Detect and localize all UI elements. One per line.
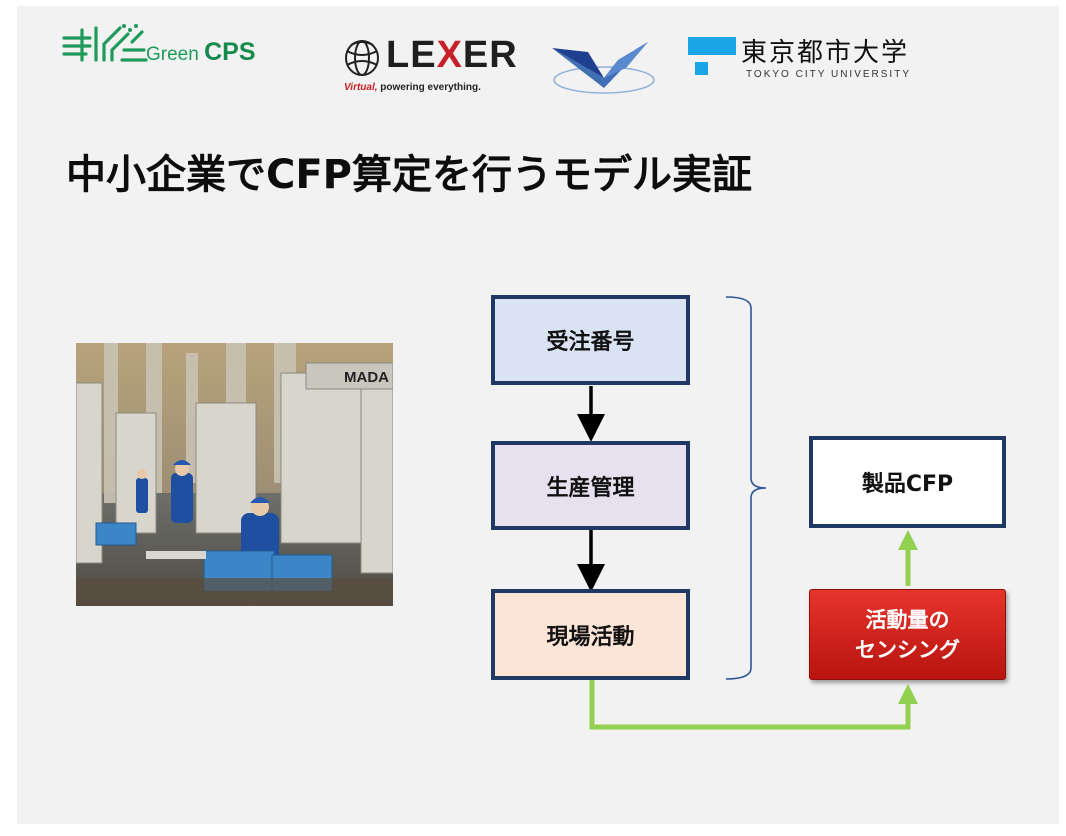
page-title: 中小企業でCFP算定を行うモデル実証 (66, 152, 752, 198)
greencps-leaf-icon (62, 24, 148, 62)
sensing-line-2: センシング (855, 637, 960, 662)
greencps-wordmark: Green CPS (146, 38, 256, 66)
production-management-box: 生産管理 (491, 441, 690, 530)
arrow-activity-to-sensing (589, 680, 918, 730)
tcu-name-jp: 東京都市大学 (741, 38, 910, 68)
lexer-globe-icon (345, 40, 379, 76)
field-activity-box: 現場活動 (491, 589, 690, 680)
product-cfp-box: 製品CFP (809, 436, 1006, 528)
order-number-box: 受注番号 (491, 295, 690, 385)
lexer-tagline: Virtual, powering everything. (344, 82, 481, 93)
factory-scene-image: MADA (76, 343, 393, 606)
sensing-line-1: 活動量の (865, 607, 950, 632)
tcu-name-en: TOKYO CITY UNIVERSITY (746, 69, 911, 80)
lexer-wordmark: LEXER (386, 34, 518, 76)
tcu-mark-square (695, 62, 708, 75)
activity-sensing-box: 活動量の センシング (809, 589, 1006, 680)
factory-photo: MADA (76, 343, 393, 606)
university-emblem-logo (552, 42, 655, 94)
machine-nameplate: MADA (344, 369, 389, 386)
brace (725, 296, 767, 680)
tcu-mark-icon (688, 37, 736, 55)
